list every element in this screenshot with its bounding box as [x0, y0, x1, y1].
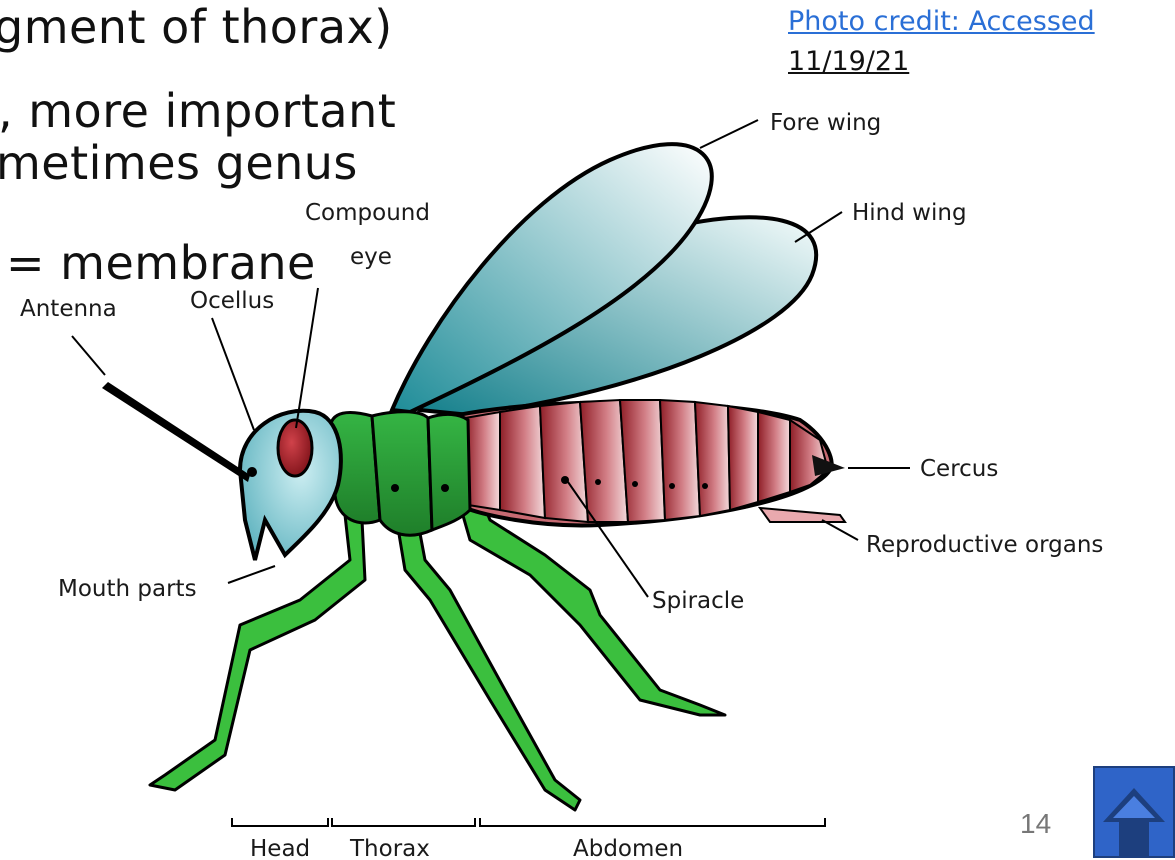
thorax	[330, 412, 470, 535]
label-eye: eye	[350, 244, 392, 270]
label-fore-wing: Fore wing	[770, 110, 881, 136]
label-antenna: Antenna	[20, 296, 117, 322]
label-hind-wing: Hind wing	[852, 200, 967, 226]
up-arrow-icon	[1095, 768, 1173, 856]
back-button[interactable]	[1093, 766, 1175, 858]
segment-brackets	[232, 818, 825, 826]
compound-eye	[278, 420, 312, 476]
label-thorax: Thorax	[349, 836, 430, 858]
label-spiracle: Spiracle	[652, 588, 744, 614]
page-number: 14	[1020, 808, 1051, 840]
label-mouth-parts: Mouth parts	[58, 576, 197, 602]
reproductive-organs	[760, 508, 845, 522]
head	[240, 411, 341, 560]
label-compound: Compound	[305, 200, 430, 226]
label-reproductive-organs: Reproductive organs	[866, 532, 1103, 558]
label-head: Head	[250, 836, 310, 858]
label-ocellus: Ocellus	[190, 288, 274, 314]
label-cercus: Cercus	[920, 456, 998, 482]
label-abdomen: Abdomen	[573, 836, 683, 858]
antenna	[102, 382, 250, 482]
abdomen	[458, 400, 845, 525]
